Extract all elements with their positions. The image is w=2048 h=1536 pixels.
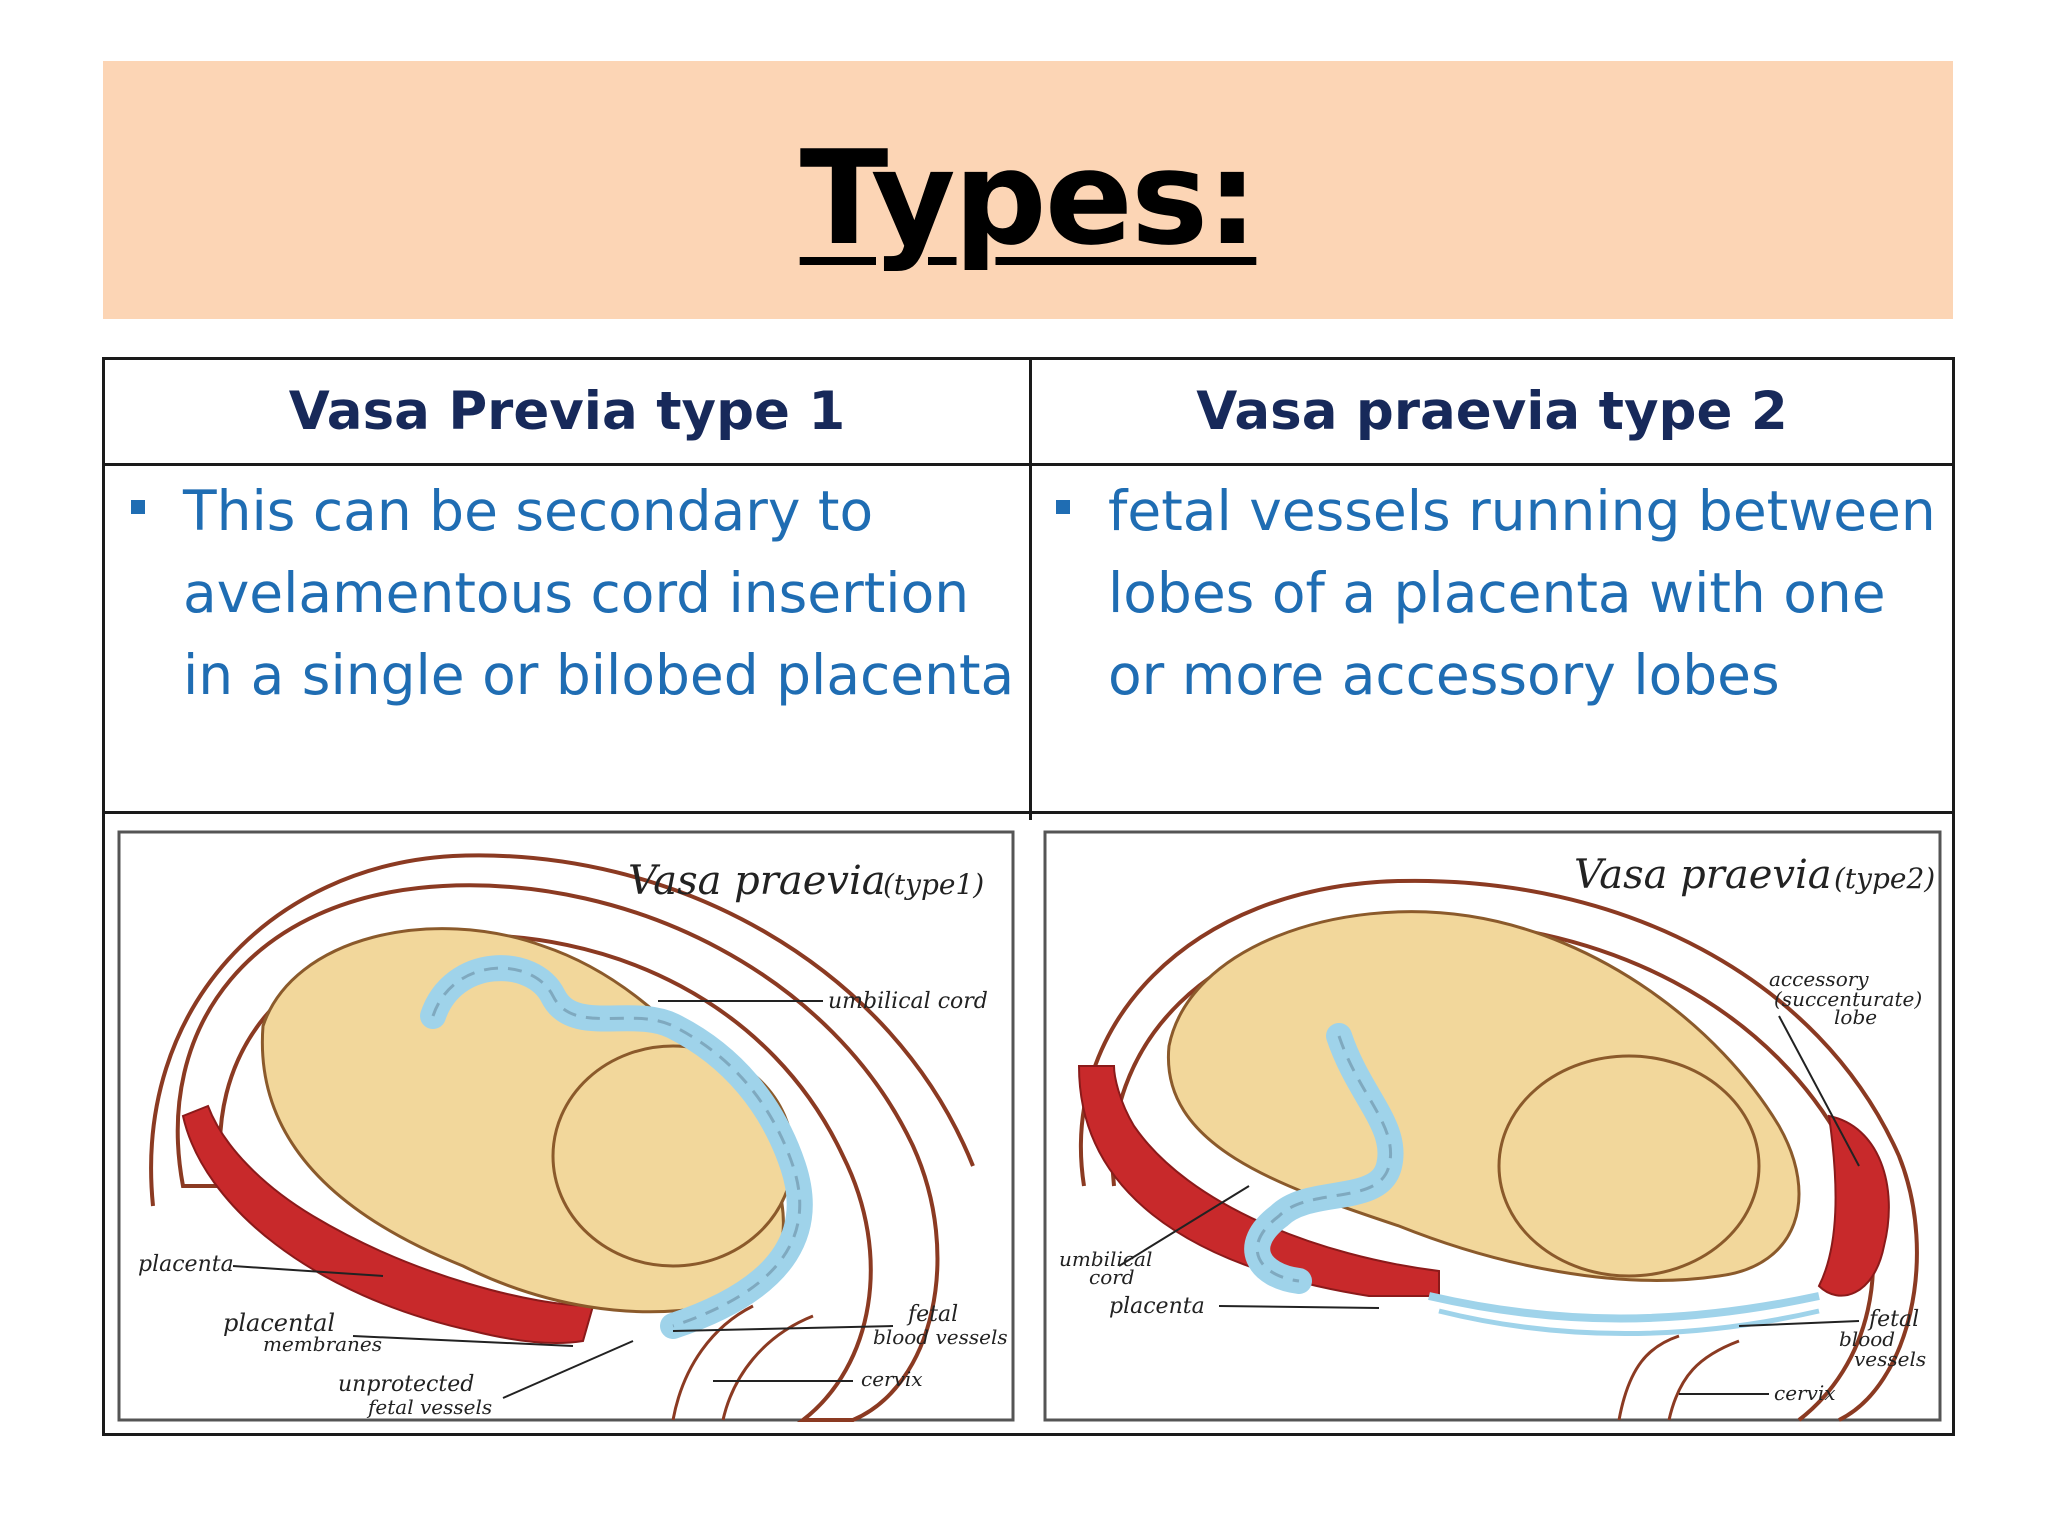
label-fetal-1: fetal (1867, 1307, 1919, 1332)
label-placenta: placenta (138, 1252, 234, 1277)
illustration-subheading: (type2) (1834, 862, 1935, 895)
label-fetal-3: vessels (1854, 1347, 1926, 1371)
description-type-2: fetal vessels running between lobes of a… (1050, 470, 1940, 810)
bullet-icon (1056, 500, 1070, 514)
label-accessory-2: (succenturate) (1774, 987, 1922, 1011)
body-divider (105, 811, 1952, 814)
label-accessory-1: accessory (1769, 967, 1869, 991)
vasa-praevia-type1-drawing: Vasa praevia (type1) umbilical cord plac… (117, 830, 1015, 1422)
label-placental-membranes-1: placental (223, 1309, 335, 1337)
label-placenta: placenta (1109, 1294, 1205, 1319)
label-unprotected-1: unprotected (338, 1372, 474, 1397)
header-type-2: Vasa praevia type 2 (1196, 381, 1788, 442)
description-type-1: This can be secondary to avelamentous co… (125, 470, 1015, 810)
label-umbilical-2: cord (1089, 1265, 1135, 1289)
title-band: Types: (103, 61, 1953, 319)
label-fetal-2: blood (1839, 1327, 1895, 1351)
illustration-type-2: Vasa praevia (type2) accessory (succentu… (1039, 826, 1946, 1426)
label-umbilical-1: umbilical (1059, 1247, 1152, 1271)
description-text: fetal vessels running between lobes of a… (1108, 479, 1936, 707)
vasa-praevia-type2-drawing: Vasa praevia (type2) accessory (succentu… (1043, 830, 1942, 1422)
bullet-icon (131, 500, 145, 514)
slide-title: Types: (799, 122, 1259, 274)
column-divider (1029, 360, 1032, 820)
label-accessory-3: lobe (1834, 1005, 1877, 1029)
header-divider (105, 463, 1952, 466)
label-fetal-vessels-1: fetal (906, 1302, 958, 1327)
label-fetal-vessels-2: blood vessels (873, 1325, 1008, 1349)
label-cervix: cervix (1774, 1381, 1836, 1405)
illustration-heading: Vasa praevia (628, 858, 886, 904)
description-text: This can be secondary to avelamentous co… (183, 479, 1015, 707)
label-umbilical-cord: umbilical cord (828, 989, 988, 1014)
illustration-subheading: (type1) (883, 868, 984, 901)
illustration-type-1: Vasa praevia (type1) umbilical cord plac… (113, 826, 1019, 1426)
header-type-1: Vasa Previa type 1 (288, 381, 846, 442)
label-placental-membranes-2: membranes (263, 1332, 382, 1356)
illustration-heading: Vasa praevia (1574, 852, 1832, 898)
label-unprotected-2: fetal vessels (366, 1395, 492, 1419)
label-cervix: cervix (861, 1367, 923, 1391)
types-table: Vasa Previa type 1 Vasa praevia type 2 T… (102, 357, 1955, 1436)
